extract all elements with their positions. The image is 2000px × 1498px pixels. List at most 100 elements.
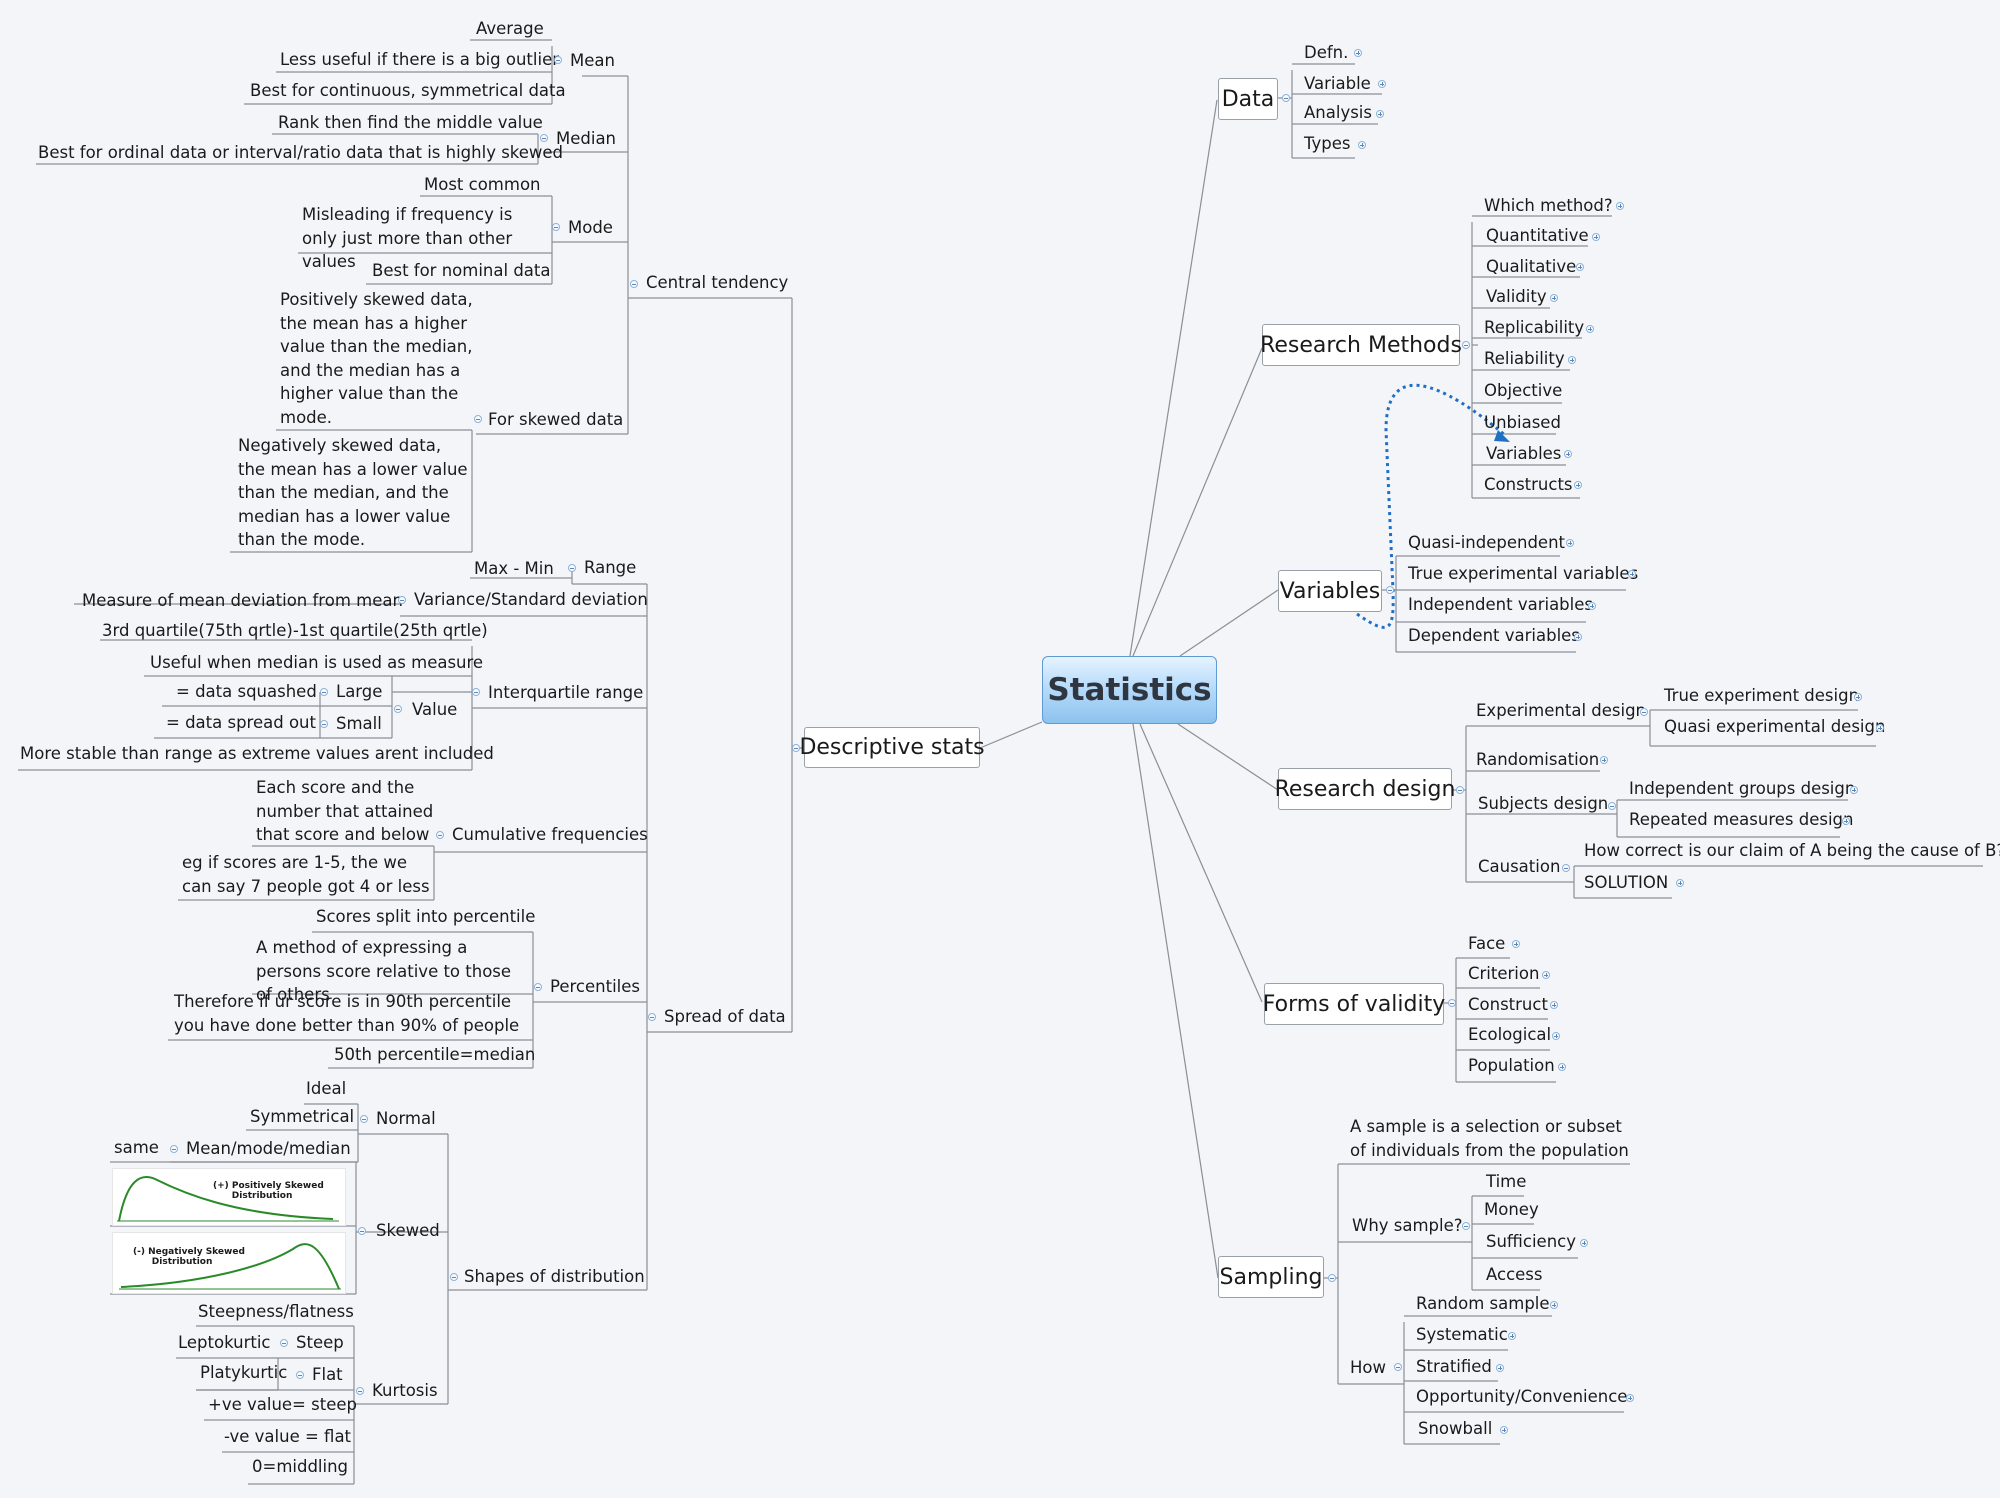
expand-toggle-icon[interactable] (1854, 693, 1862, 701)
rm-validity[interactable]: Validity (1486, 287, 1547, 306)
mode[interactable]: Mode (568, 218, 613, 237)
expand-toggle-icon[interactable] (1842, 817, 1850, 825)
validity-ecological[interactable]: Ecological (1468, 1025, 1552, 1044)
collapse-toggle-icon[interactable] (394, 705, 402, 713)
rm-unbiased[interactable]: Unbiased (1484, 413, 1561, 432)
why-sufficiency[interactable]: Sufficiency (1486, 1232, 1576, 1251)
rm-objective[interactable]: Objective (1484, 381, 1563, 400)
expand-toggle-icon[interactable] (1354, 49, 1362, 57)
kurtosis[interactable]: Kurtosis (372, 1381, 438, 1400)
expand-toggle-icon[interactable] (1850, 786, 1858, 794)
rd-solution[interactable]: SOLUTION (1584, 873, 1669, 892)
variance[interactable]: Variance/Standard deviation (414, 590, 648, 609)
expand-toggle-icon[interactable] (1550, 294, 1558, 302)
rm-which-method[interactable]: Which method? (1484, 196, 1613, 215)
collapse-toggle-icon[interactable] (1394, 1363, 1402, 1371)
expand-toggle-icon[interactable] (1542, 971, 1550, 979)
collapse-toggle-icon[interactable] (170, 1145, 178, 1153)
rm-constructs[interactable]: Constructs (1484, 475, 1573, 494)
collapse-toggle-icon[interactable] (356, 1387, 364, 1395)
collapse-toggle-icon[interactable] (360, 1115, 368, 1123)
how-systematic[interactable]: Systematic (1416, 1325, 1508, 1344)
for-skewed-data[interactable]: For skewed data (488, 410, 624, 429)
sampling-why[interactable]: Why sample? (1352, 1216, 1463, 1235)
topic-research-methods[interactable]: Research Methods (1260, 324, 1462, 366)
topic-data[interactable]: Data (1218, 78, 1278, 120)
collapse-toggle-icon[interactable] (540, 134, 548, 142)
rd-repeated-measures[interactable]: Repeated measures design (1629, 810, 1854, 829)
how-opportunity[interactable]: Opportunity/Convenience (1416, 1387, 1628, 1406)
rm-quantitative[interactable]: Quantitative (1486, 226, 1589, 245)
collapse-toggle-icon[interactable] (474, 415, 482, 423)
rd-quasi-experimental[interactable]: Quasi experimental design (1664, 717, 1886, 736)
expand-toggle-icon[interactable] (1876, 724, 1884, 732)
expand-toggle-icon[interactable] (1586, 325, 1594, 333)
var-quasi-independent[interactable]: Quasi-independent (1408, 533, 1565, 552)
how-snowball[interactable]: Snowball (1418, 1419, 1493, 1438)
expand-toggle-icon[interactable] (1626, 1394, 1634, 1402)
expand-toggle-icon[interactable] (1508, 1332, 1516, 1340)
topic-sampling[interactable]: Sampling (1218, 1256, 1324, 1298)
topic-variables[interactable]: Variables (1278, 570, 1382, 612)
expand-toggle-icon[interactable] (1676, 879, 1684, 887)
expand-toggle-icon[interactable] (1496, 1364, 1504, 1372)
central-tendency[interactable]: Central tendency (646, 273, 789, 292)
data-defn[interactable]: Defn. (1304, 43, 1349, 62)
why-access[interactable]: Access (1486, 1265, 1543, 1284)
data-types[interactable]: Types (1304, 134, 1351, 153)
collapse-toggle-icon[interactable] (296, 1371, 304, 1379)
collapse-toggle-icon[interactable] (472, 688, 480, 696)
collapse-toggle-icon[interactable] (648, 1013, 656, 1021)
expand-toggle-icon[interactable] (1550, 1001, 1558, 1009)
expand-toggle-icon[interactable] (1588, 602, 1596, 610)
expand-toggle-icon[interactable] (1616, 202, 1624, 210)
validity-population[interactable]: Population (1468, 1056, 1555, 1075)
collapse-toggle-icon[interactable] (792, 744, 800, 752)
collapse-toggle-icon[interactable] (1386, 586, 1394, 594)
collapse-toggle-icon[interactable] (280, 1339, 288, 1347)
expand-toggle-icon[interactable] (1500, 1426, 1508, 1434)
expand-toggle-icon[interactable] (1628, 570, 1636, 578)
collapse-toggle-icon[interactable] (436, 831, 444, 839)
expand-toggle-icon[interactable] (1378, 80, 1386, 88)
data-variable[interactable]: Variable (1304, 74, 1371, 93)
iqr-value[interactable]: Value (412, 700, 458, 719)
collapse-toggle-icon[interactable] (1328, 1274, 1336, 1282)
expand-toggle-icon[interactable] (1564, 450, 1572, 458)
cumulative-frequencies[interactable]: Cumulative frequencies (452, 825, 648, 844)
topic-descriptive-stats[interactable]: Descriptive stats (799, 727, 985, 768)
expand-toggle-icon[interactable] (1574, 633, 1582, 641)
expand-toggle-icon[interactable] (1568, 356, 1576, 364)
how-stratified[interactable]: Stratified (1416, 1357, 1492, 1376)
rm-qualitative[interactable]: Qualitative (1486, 257, 1577, 276)
var-true-experimental[interactable]: True experimental variables (1408, 564, 1639, 583)
rm-reliability[interactable]: Reliability (1484, 349, 1565, 368)
collapse-toggle-icon[interactable] (552, 223, 560, 231)
collapse-toggle-icon[interactable] (450, 1273, 458, 1281)
shapes-of-distribution[interactable]: Shapes of distribution (464, 1267, 645, 1286)
kurt-steep[interactable]: Steep (296, 1333, 344, 1352)
data-analysis[interactable]: Analysis (1304, 103, 1372, 122)
expand-toggle-icon[interactable] (1592, 233, 1600, 241)
normal-mmm[interactable]: Mean/mode/median (186, 1139, 351, 1158)
why-time[interactable]: Time (1486, 1172, 1527, 1191)
expand-toggle-icon[interactable] (1376, 110, 1384, 118)
expand-toggle-icon[interactable] (1550, 1301, 1558, 1309)
expand-toggle-icon[interactable] (1576, 263, 1584, 271)
var-independent[interactable]: Independent variables (1408, 595, 1593, 614)
validity-construct[interactable]: Construct (1468, 995, 1548, 1014)
collapse-toggle-icon[interactable] (1462, 1222, 1470, 1230)
rd-randomisation[interactable]: Randomisation (1476, 750, 1600, 769)
skewed-shape[interactable]: Skewed (376, 1221, 440, 1240)
collapse-toggle-icon[interactable] (630, 280, 638, 288)
collapse-toggle-icon[interactable] (320, 688, 328, 696)
expand-toggle-icon[interactable] (1574, 481, 1582, 489)
collapse-toggle-icon[interactable] (1448, 999, 1456, 1007)
root-topic[interactable]: Statistics (1042, 656, 1217, 724)
validity-face[interactable]: Face (1468, 934, 1506, 953)
how-random[interactable]: Random sample (1416, 1294, 1550, 1313)
collapse-toggle-icon[interactable] (1562, 864, 1570, 872)
expand-toggle-icon[interactable] (1600, 756, 1608, 764)
expand-toggle-icon[interactable] (1580, 1239, 1588, 1247)
sampling-how[interactable]: How (1350, 1358, 1386, 1377)
